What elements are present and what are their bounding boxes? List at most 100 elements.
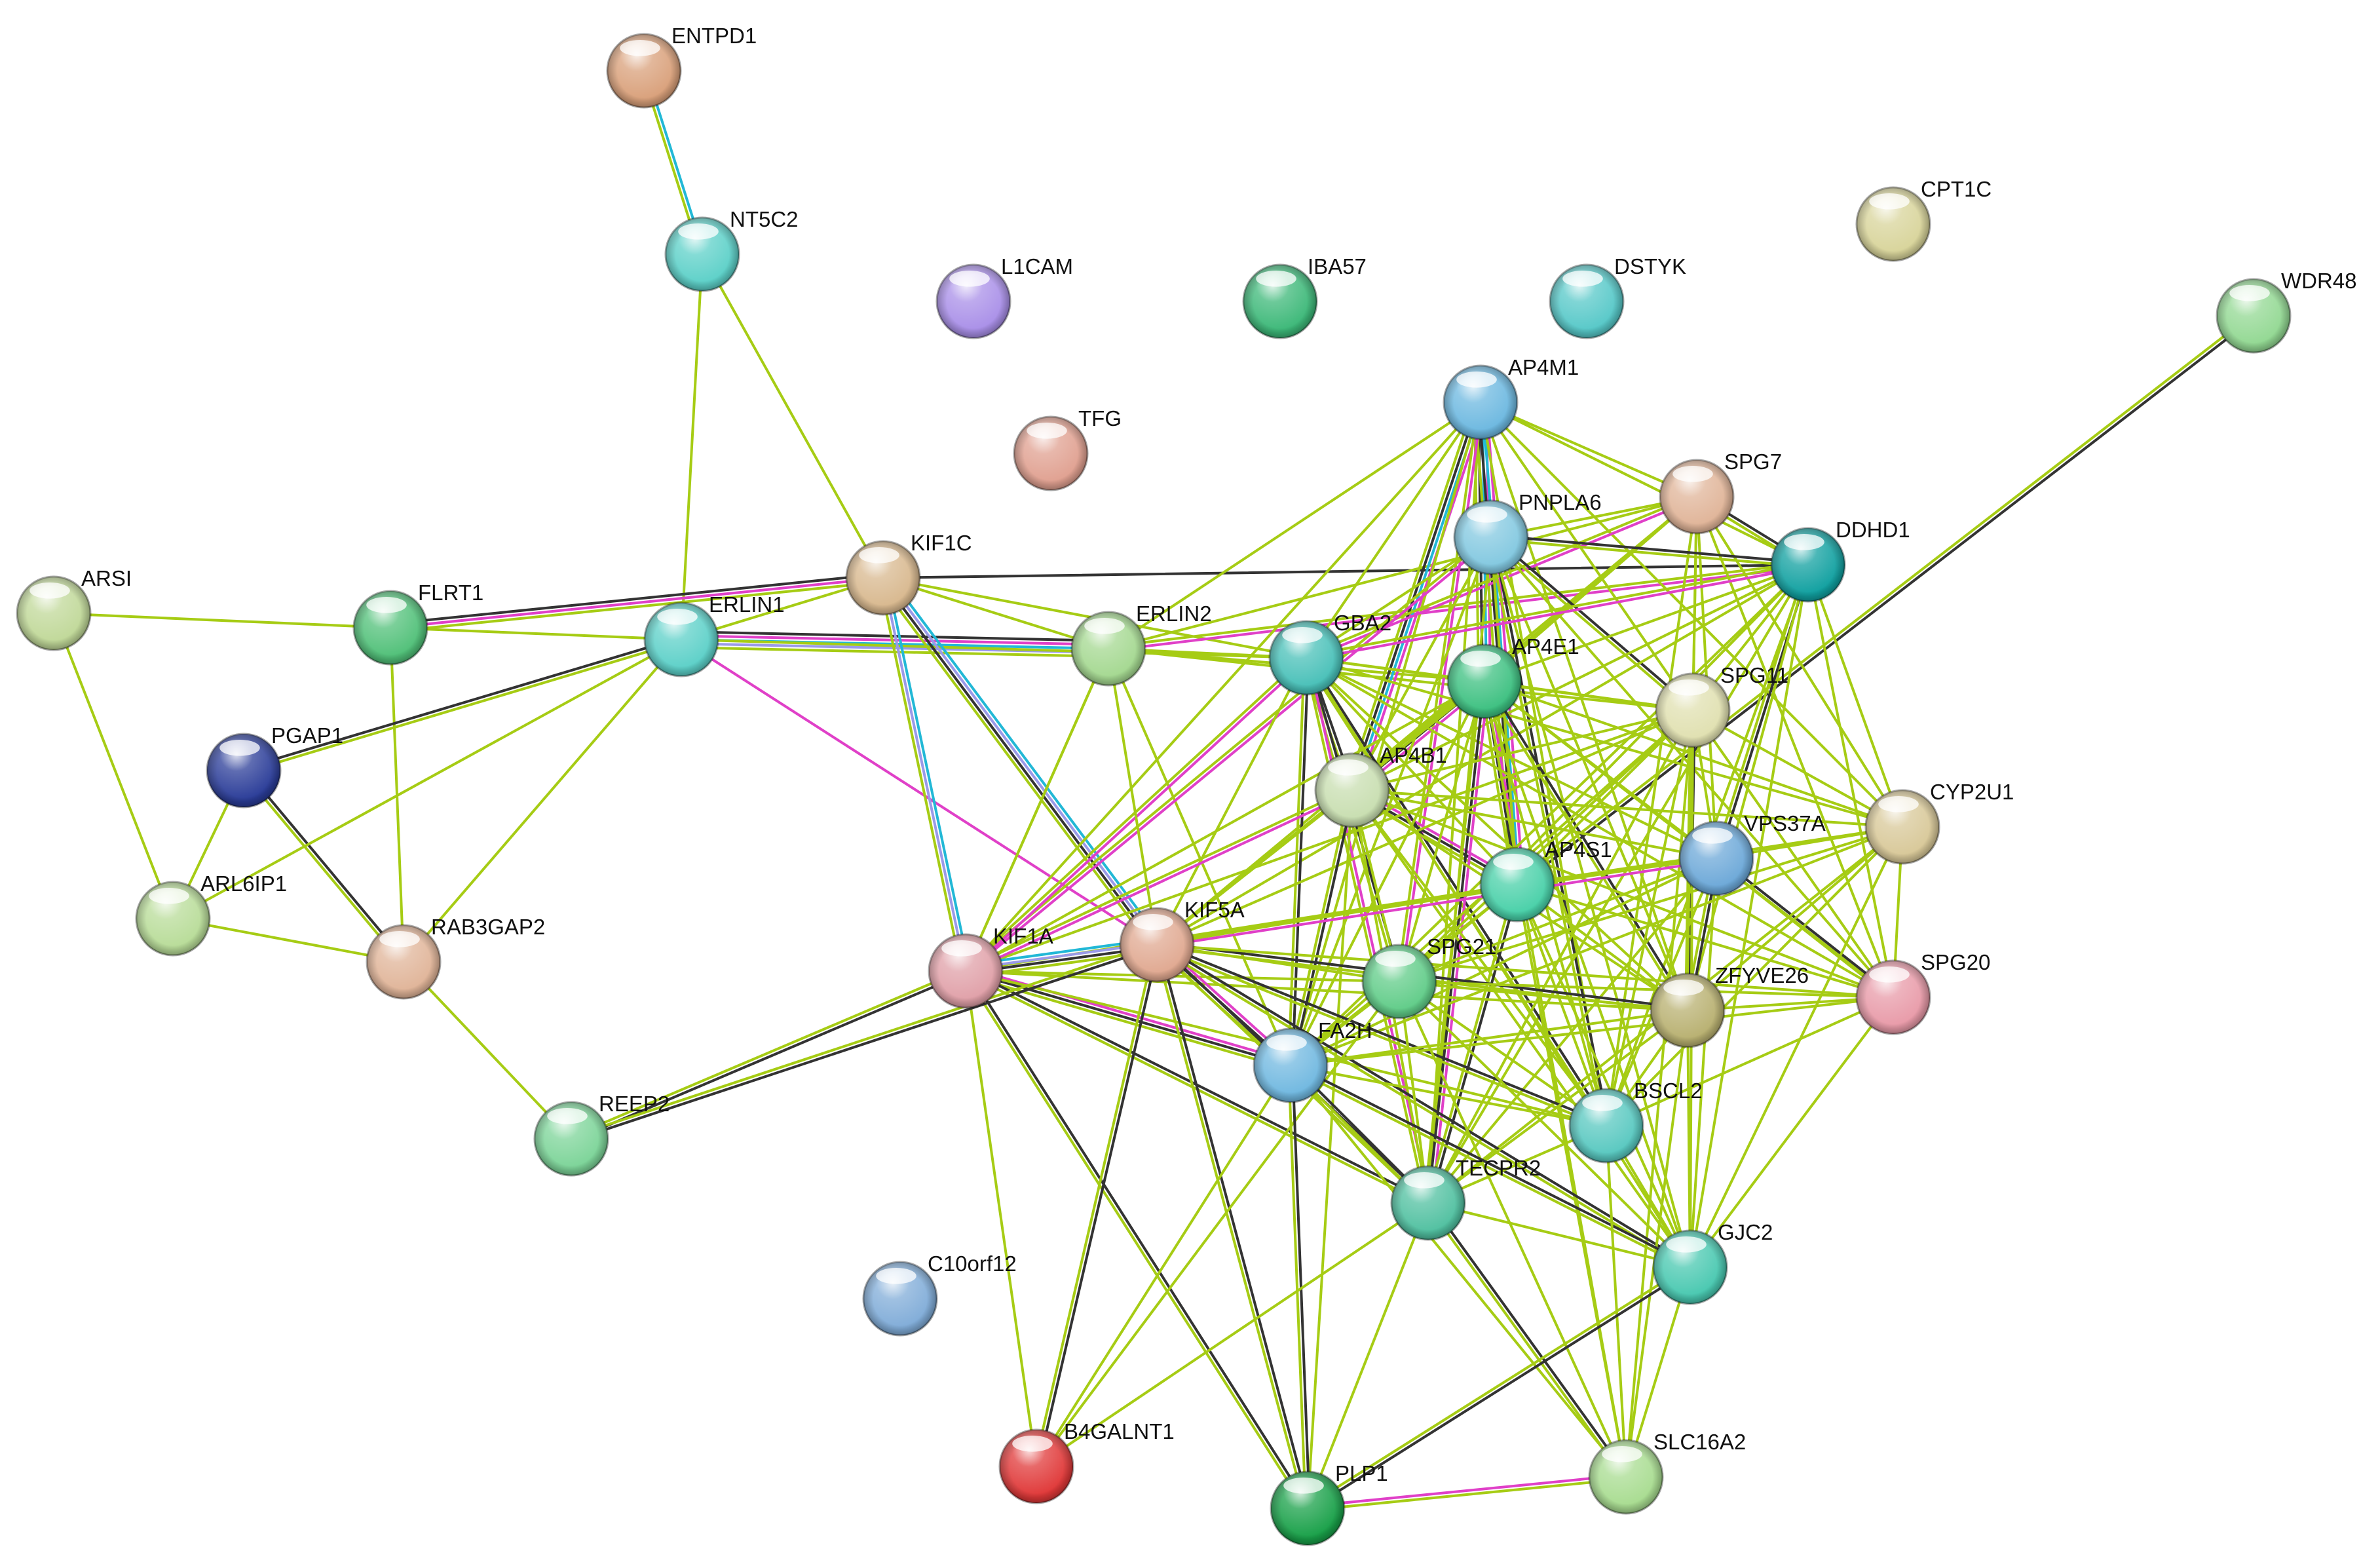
node-CYP2U1[interactable]: CYP2U1 (1864, 780, 2014, 865)
edge-SPG11-KIF1A (964, 709, 1694, 972)
edge-line-textmining (1305, 657, 1519, 886)
node-AP4S1[interactable]: AP4S1 (1479, 837, 1612, 923)
node-gloss (1256, 270, 1296, 287)
edge-NT5C2-ERLIN1 (680, 253, 704, 641)
node-C10orf12[interactable]: C10orf12 (862, 1251, 1017, 1337)
edge-SPG21-SLC16A2 (1398, 980, 1627, 1478)
edge-line-experiments (1306, 656, 1431, 1204)
edge-AP4E1-FA2H (1289, 680, 1486, 1067)
edge-line-textmining (1033, 943, 1157, 1468)
edge-line-textmining (1351, 789, 1718, 860)
node-label: SPG7 (1724, 449, 1782, 474)
node-label: SPG21 (1427, 934, 1496, 959)
node-ARSI[interactable]: ARSI (16, 566, 132, 651)
edge-KIF1C-DDHD1 (882, 563, 1809, 579)
edge-line-coexpression (570, 945, 1159, 1142)
edge-line-textmining (1689, 563, 1809, 1269)
node-GJC2[interactable]: GJC2 (1652, 1220, 1773, 1305)
edge-line-textmining (1106, 562, 1809, 649)
node-REEP2[interactable]: REEP2 (533, 1092, 670, 1177)
edge-line-textmining (1289, 1009, 1689, 1067)
edge-line-textmining (877, 580, 1154, 950)
edge-line-coexpression (1484, 679, 1691, 1011)
node-ERLIN1[interactable]: ERLIN1 (643, 592, 785, 678)
node-RAB3GAP2[interactable]: RAB3GAP2 (366, 915, 545, 1000)
node-IBA57[interactable]: IBA57 (1242, 254, 1367, 339)
edge-PGAP1-ERLIN1 (242, 636, 683, 774)
node-gloss (1878, 795, 1919, 812)
edge-line-coexpression (1291, 1063, 1311, 1510)
edge-AP4B1-FA2H (1287, 788, 1355, 1067)
edge-line-textmining (1691, 709, 1904, 828)
node-GBA2[interactable]: GBA2 (1268, 611, 1391, 696)
edge-AP4B1-CYP2U1 (1351, 789, 1904, 828)
edge-GBA2-TECPR2 (1303, 656, 1431, 1205)
edge-line-textmining (1289, 996, 1895, 1067)
edge-line-textmining (1483, 563, 1809, 683)
edge-line-textmining (1479, 401, 1904, 828)
edge-AP4M1-KIF1A (964, 401, 1482, 972)
node-TFG[interactable]: TFG (1013, 406, 1122, 491)
node-PGAP1[interactable]: PGAP1 (206, 723, 343, 809)
edge-line-experiments (1305, 565, 1810, 661)
edge-AP4B1-KIF1A (963, 787, 1355, 974)
node-label: WDR48 (2281, 269, 2357, 293)
node-gloss (1283, 1477, 1324, 1494)
node-L1CAM[interactable]: L1CAM (935, 254, 1073, 339)
node-VPS37A[interactable]: VPS37A (1678, 811, 1826, 896)
node-WDR48[interactable]: WDR48 (2216, 269, 2357, 354)
node-SPG7[interactable]: SPG7 (1659, 449, 1782, 535)
edge-line-textmining (1425, 1202, 1626, 1480)
node-SPG21[interactable]: SPG21 (1361, 934, 1496, 1020)
node-SLC16A2[interactable]: SLC16A2 (1588, 1430, 1746, 1515)
edge-line-textmining (1427, 1202, 1691, 1269)
edge-line-textmining (964, 401, 1482, 972)
edge-line-textmining (1305, 657, 1689, 1012)
edge-KIF5A-BSCL2 (1154, 942, 1609, 1129)
edge-line-textmining (1396, 400, 1481, 983)
node-label: TFG (1078, 406, 1122, 430)
node-ERLIN2[interactable]: ERLIN2 (1070, 602, 1212, 687)
edge-KIF1A-B4GALNT1 (964, 970, 1038, 1468)
node-KIF1A[interactable]: KIF1A (928, 924, 1053, 1009)
node-AP4E1[interactable]: AP4E1 (1446, 634, 1579, 719)
node-KIF5A[interactable]: KIF5A (1119, 898, 1245, 983)
node-label: PGAP1 (271, 723, 343, 748)
edge-SPG20-GJC2 (1689, 996, 1895, 1269)
edge-line-textmining (1154, 945, 1607, 1129)
node-SPG20[interactable]: SPG20 (1855, 950, 1990, 1035)
node-PNPLA6[interactable]: PNPLA6 (1453, 490, 1602, 575)
node-AP4B1[interactable]: AP4B1 (1314, 743, 1447, 828)
node-SPG11[interactable]: SPG11 (1655, 663, 1788, 748)
edge-KIF5A-ERLIN2 (1107, 647, 1158, 946)
node-ARL6IP1[interactable]: ARL6IP1 (135, 871, 287, 957)
edge-line-textmining (389, 580, 885, 633)
node-CPT1C[interactable]: CPT1C (1855, 177, 1992, 262)
node-gloss (1869, 966, 1910, 983)
node-FA2H[interactable]: FA2H (1253, 1018, 1372, 1103)
edge-line-textmining (1481, 681, 1688, 1013)
node-B4GALNT1[interactable]: B4GALNT1 (998, 1419, 1175, 1504)
edge-line-experiments (965, 966, 1293, 1063)
node-PLP1[interactable]: PLP1 (1270, 1461, 1388, 1546)
edge-line-coexpression (880, 577, 1157, 947)
edge-GBA2-KIF5A (1156, 657, 1308, 946)
node-FLRT1[interactable]: FLRT1 (352, 581, 483, 666)
node-DDHD1[interactable]: DDHD1 (1770, 518, 1910, 603)
node-AP4M1[interactable]: AP4M1 (1443, 355, 1579, 440)
edge-line-textmining (963, 534, 1492, 971)
node-BSCL2[interactable]: BSCL2 (1568, 1079, 1703, 1164)
edge-line-textmining (1306, 1477, 1628, 1512)
node-ENTPD1[interactable]: ENTPD1 (606, 24, 757, 109)
node-label: AP4M1 (1508, 355, 1579, 379)
node-DSTYK[interactable]: DSTYK (1549, 254, 1686, 339)
node-ZFYVE26[interactable]: ZFYVE26 (1650, 963, 1809, 1048)
node-NT5C2[interactable]: NT5C2 (664, 207, 799, 292)
node-label: RAB3GAP2 (431, 915, 545, 939)
node-KIF1C[interactable]: KIF1C (845, 531, 972, 616)
node-label: ERLIN1 (709, 592, 785, 617)
edge-line-homology (882, 577, 967, 972)
node-label: BSCL2 (1634, 1079, 1703, 1103)
node-TECPR2[interactable]: TECPR2 (1390, 1156, 1541, 1241)
edge-line-textmining (1695, 495, 1904, 828)
